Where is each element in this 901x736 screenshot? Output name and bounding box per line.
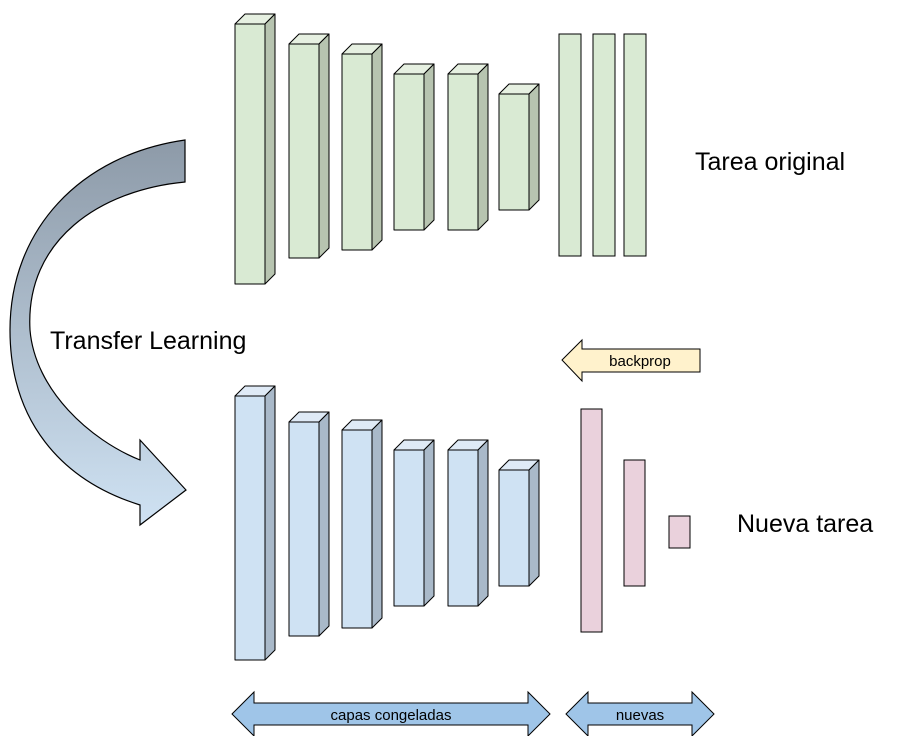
original-conv-layer-5 [447, 63, 489, 231]
original-conv-layer-2 [288, 33, 330, 259]
original-dense-layer-1 [558, 33, 582, 257]
frozen-layers-label: capas congeladas [331, 707, 452, 724]
new-layers-label: nuevas [616, 707, 664, 724]
new-layers-arrow: nuevas [565, 690, 715, 736]
original-task-label: Tarea original [695, 148, 845, 176]
transfer-arrow [9, 139, 187, 527]
original-conv-layer-1 [234, 13, 276, 285]
original-network [234, 13, 647, 285]
frozen-conv-layer-5 [447, 439, 489, 607]
backprop-label: backprop [609, 353, 671, 370]
new-dense-layer-1 [580, 408, 603, 633]
new-task-label: Nueva tarea [737, 510, 873, 538]
frozen-conv-layer-4 [393, 439, 435, 607]
original-dense-layer-2 [592, 33, 616, 257]
frozen-layers-arrow: capas congeladas [231, 690, 551, 736]
transfer-learning-label: Transfer Learning [50, 327, 246, 355]
frozen-conv-layer-6 [498, 459, 540, 587]
frozen-conv-layer-2 [288, 411, 330, 637]
new-network [234, 385, 691, 661]
backprop-arrow: backprop [561, 338, 701, 383]
original-dense-layer-3 [623, 33, 647, 257]
frozen-conv-layer-3 [341, 419, 383, 629]
frozen-conv-layer-1 [234, 385, 276, 661]
original-conv-layer-3 [341, 43, 383, 251]
new-dense-layer-3 [668, 515, 691, 549]
original-conv-layer-4 [393, 63, 435, 231]
new-dense-layer-2 [623, 459, 646, 587]
original-conv-layer-6 [498, 83, 540, 211]
